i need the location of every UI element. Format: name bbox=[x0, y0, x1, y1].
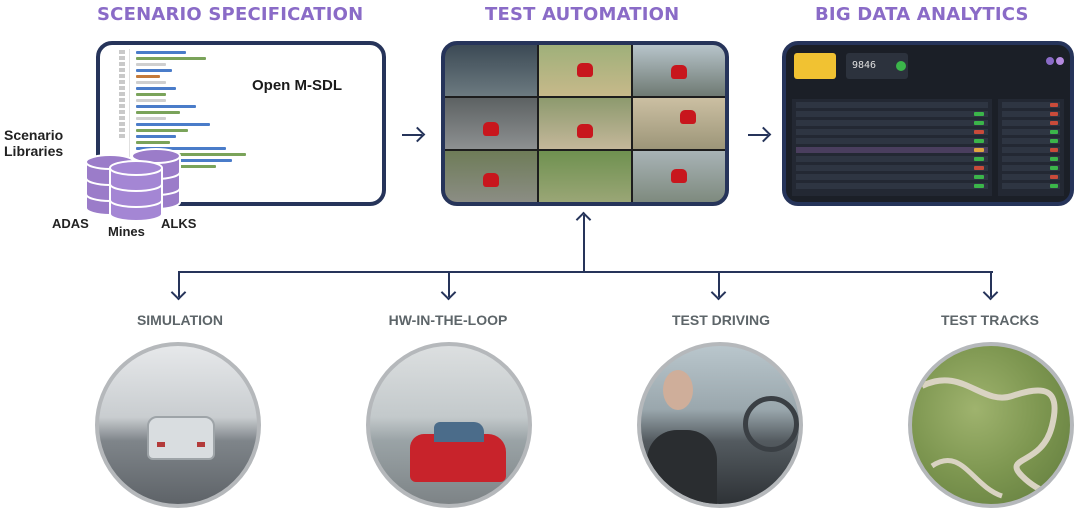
library-alks: ALKS bbox=[161, 216, 197, 231]
label-test-tracks: TEST TRACKS bbox=[941, 312, 1039, 328]
sim-view bbox=[633, 45, 725, 96]
arrow-spec-to-automation bbox=[402, 134, 422, 136]
test-automation-panel bbox=[441, 41, 729, 206]
title-test-automation: TEST AUTOMATION bbox=[485, 4, 680, 25]
label-hw-in-the-loop: HW-IN-THE-LOOP bbox=[388, 312, 508, 328]
arrow-down-test-driving bbox=[718, 271, 720, 297]
arrow-automation-to-analytics bbox=[748, 134, 768, 136]
arrow-down-hil bbox=[448, 271, 450, 297]
arrow-up-to-automation bbox=[583, 215, 585, 273]
sim-view bbox=[633, 98, 725, 149]
simulation-image bbox=[95, 342, 261, 508]
language-label: Open M-SDL bbox=[252, 77, 342, 94]
dashboard-kpi-bar: 9846 bbox=[792, 53, 1064, 81]
library-mines: Mines bbox=[108, 224, 145, 239]
sim-view bbox=[539, 45, 631, 96]
arrow-down-simulation bbox=[178, 271, 180, 297]
analytics-dashboard-panel: 9846 bbox=[782, 41, 1074, 206]
dashboard-sidebar bbox=[998, 99, 1064, 196]
test-tracks-image bbox=[908, 342, 1074, 508]
scenario-libraries-label: Scenario Libraries bbox=[4, 127, 64, 159]
hw-in-the-loop-image bbox=[366, 342, 532, 508]
status-dot-icon bbox=[1046, 57, 1054, 65]
sim-view bbox=[633, 151, 725, 202]
arrow-down-test-tracks bbox=[990, 271, 992, 297]
sim-view bbox=[445, 151, 537, 202]
status-ok-icon bbox=[896, 61, 906, 71]
kpi-tile bbox=[794, 53, 836, 79]
dashboard-table bbox=[792, 99, 992, 196]
connector-horizontal bbox=[178, 271, 993, 273]
label-test-driving: TEST DRIVING bbox=[671, 312, 770, 328]
label-simulation: SIMULATION bbox=[136, 312, 224, 328]
title-scenario-specification: SCENARIO SPECIFICATION bbox=[97, 4, 364, 25]
database-icon bbox=[85, 148, 181, 222]
title-big-data-analytics: BIG DATA ANALYTICS bbox=[815, 4, 1029, 25]
test-driving-image bbox=[637, 342, 803, 508]
library-adas: ADAS bbox=[52, 216, 89, 231]
editor-gutter bbox=[116, 49, 130, 198]
sim-view bbox=[539, 98, 631, 149]
sim-view bbox=[445, 98, 537, 149]
status-dot-icon bbox=[1056, 57, 1064, 65]
sim-view bbox=[445, 45, 537, 96]
track-route-icon bbox=[920, 377, 1070, 499]
sim-view bbox=[539, 151, 631, 202]
